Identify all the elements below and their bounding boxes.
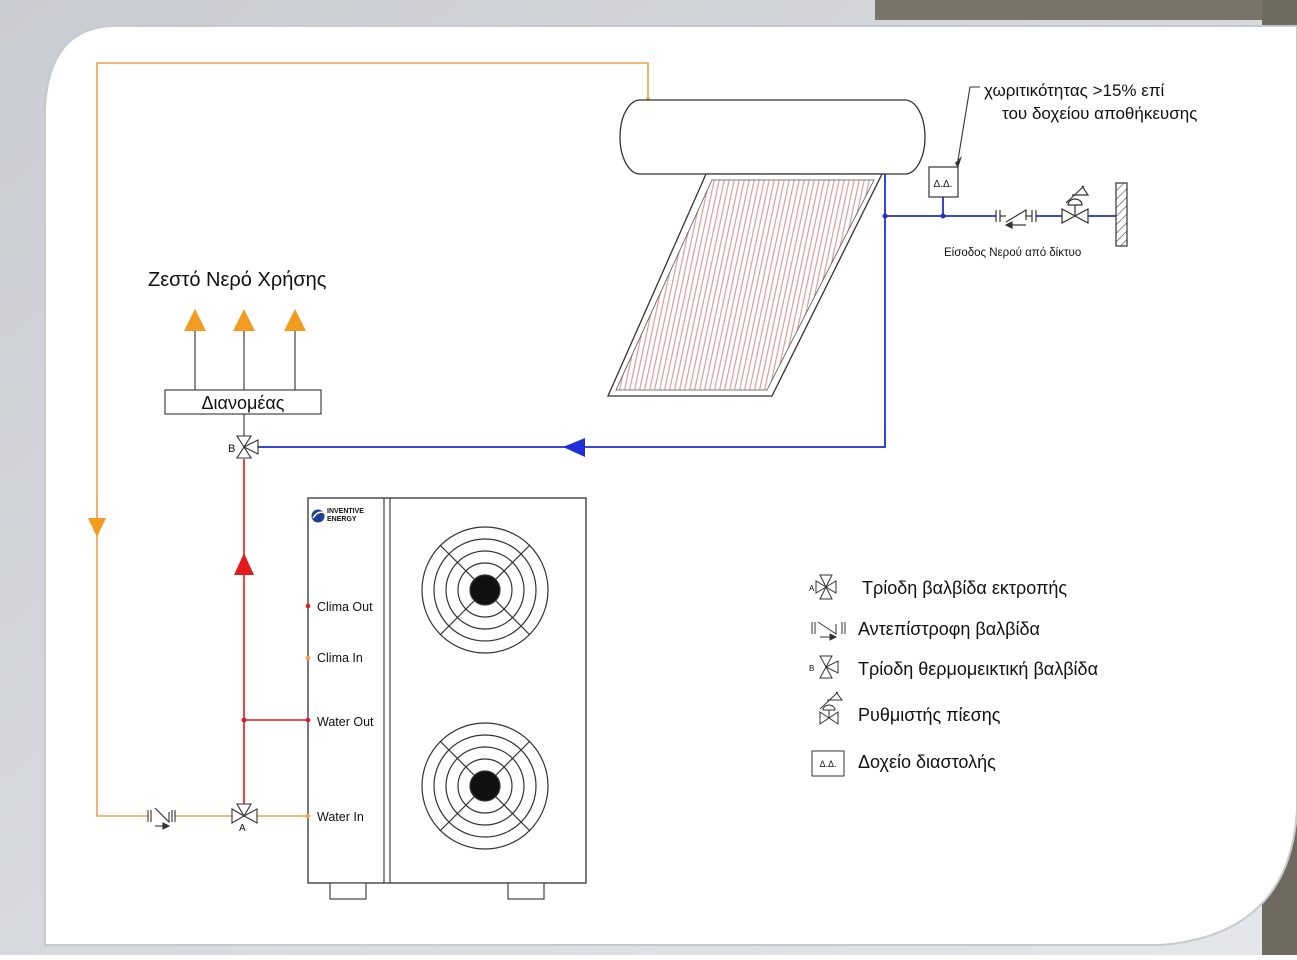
hot-water-loop bbox=[96, 62, 649, 817]
hot-outlet-arrow-icon bbox=[284, 309, 306, 331]
valve-a-letter: A bbox=[239, 823, 246, 834]
legend-label-expansion-tank: Δοχείο διαστολής bbox=[858, 752, 996, 772]
up-arrow-icon bbox=[234, 553, 254, 575]
unit-foot bbox=[329, 882, 367, 900]
heated-water-line bbox=[243, 459, 308, 804]
note-leader-line bbox=[957, 86, 980, 161]
svg-text:A: A bbox=[809, 584, 815, 593]
down-arrow-icon bbox=[88, 518, 106, 537]
port-water-out: Water Out bbox=[317, 715, 374, 729]
port-clima-out: Clima Out bbox=[317, 600, 373, 614]
junction-dot bbox=[940, 213, 946, 219]
three-way-diverter-valve-a-icon bbox=[231, 803, 258, 824]
legend-expansion-tank-icon bbox=[811, 750, 845, 777]
port-water-in: Water In bbox=[317, 810, 364, 824]
wall-hatch bbox=[1115, 182, 1128, 247]
brand-line1: INVENTIVE bbox=[327, 508, 364, 515]
distributor-box bbox=[164, 389, 322, 415]
outlet-lines bbox=[194, 330, 296, 436]
left-arrow-icon bbox=[563, 438, 585, 457]
port-dot bbox=[305, 813, 311, 819]
legend-label-mixing-valve: Τρίοδη θερμομεικτική βαλβίδα bbox=[858, 659, 1098, 679]
svg-text:B: B bbox=[809, 664, 814, 673]
legend-diverter-icon bbox=[815, 574, 837, 600]
thermostatic-mixing-valve-b-icon bbox=[235, 435, 259, 459]
leader-arrow-icon bbox=[955, 156, 962, 168]
legend-pressure-regulator-icon bbox=[819, 691, 843, 725]
photo-strip-top bbox=[875, 0, 1297, 20]
legend-label-pressure-regulator: Ρυθμιστής πίεσης bbox=[858, 705, 1001, 725]
junction-dot bbox=[882, 213, 888, 219]
port-dot bbox=[305, 603, 311, 609]
collector-absorber bbox=[615, 179, 875, 391]
svg-text:Δ.Δ.: Δ.Δ. bbox=[819, 759, 836, 769]
legend-label-diverter: Τρίοδη βαλβίδα εκτροπής bbox=[862, 578, 1067, 598]
expansion-note-line1: χωριτικότητας >15% επί bbox=[984, 81, 1165, 100]
legend-mixing-valve-icon bbox=[819, 655, 839, 679]
storage-tank bbox=[619, 99, 926, 175]
legend-label-check-valve: Αντεπίστροφη βαλβίδα bbox=[858, 619, 1040, 639]
port-dot bbox=[305, 655, 311, 661]
port-dot bbox=[305, 717, 311, 723]
pressure-regulator-icon bbox=[1061, 185, 1090, 225]
hot-water-title: Ζεστό Νερό Χρήσης bbox=[148, 269, 327, 291]
loop-check-valve-icon bbox=[147, 807, 176, 830]
fan-top-icon bbox=[421, 526, 549, 654]
legend-check-valve-icon bbox=[811, 621, 846, 641]
junction-dot bbox=[241, 717, 247, 723]
unit-foot bbox=[507, 882, 545, 900]
expansion-note-line2: του δοχείου αποθήκευσης bbox=[1002, 104, 1197, 123]
brand-logo-icon bbox=[311, 509, 325, 523]
legend: A Τρίοδη βαλβίδα εκτροπής Αντεπίστροφη β… bbox=[809, 574, 1098, 777]
expansion-tank bbox=[928, 166, 959, 198]
water-inlet-label: Είσοδος Νερού από δίκτυο bbox=[944, 247, 1081, 259]
distributor-label: Διανομέας bbox=[202, 393, 285, 413]
port-clima-in: Clima In bbox=[317, 651, 363, 665]
inlet-check-valve-icon bbox=[995, 208, 1037, 229]
valve-b-letter: B bbox=[228, 443, 235, 455]
heat-pump-unit bbox=[307, 497, 587, 884]
hot-outlet-arrow-icon bbox=[233, 309, 255, 331]
fan-bottom-icon bbox=[421, 722, 549, 850]
brand-line2: ENERGY bbox=[327, 516, 357, 523]
expansion-tank-label: Δ.Δ. bbox=[934, 179, 953, 190]
hot-outlet-arrow-icon bbox=[184, 309, 206, 331]
